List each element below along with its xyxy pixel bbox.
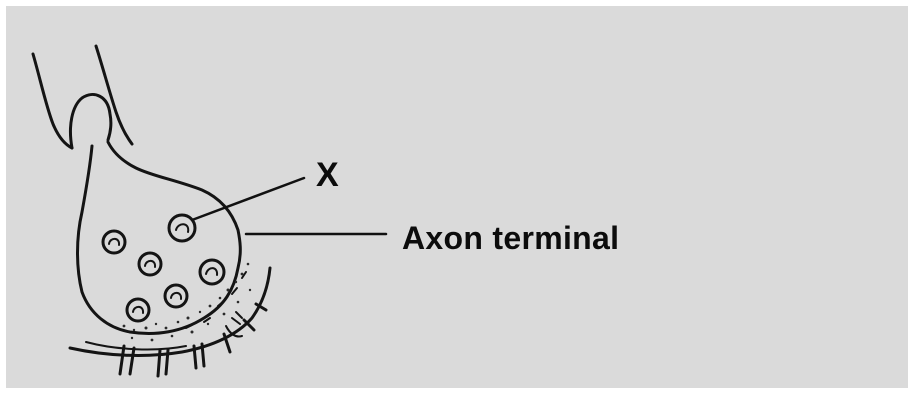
axon-terminal-outline — [76, 140, 242, 335]
vesicle — [125, 297, 151, 323]
vesicle-x — [167, 213, 197, 243]
label-x-leader-line — [190, 176, 306, 222]
postsynaptic-membrane — [68, 266, 272, 378]
synaptic-vesicles — [101, 213, 226, 323]
synapse-drawing — [31, 44, 388, 378]
label-axon-terminal: Axon terminal — [402, 220, 620, 256]
vesicle — [163, 283, 189, 309]
vesicle — [137, 251, 163, 277]
axon-fibres — [31, 44, 134, 150]
diagram-figure: X Axon terminal — [6, 6, 908, 388]
label-x: X — [316, 156, 339, 194]
vesicle — [101, 229, 127, 255]
vesicle — [198, 258, 226, 286]
